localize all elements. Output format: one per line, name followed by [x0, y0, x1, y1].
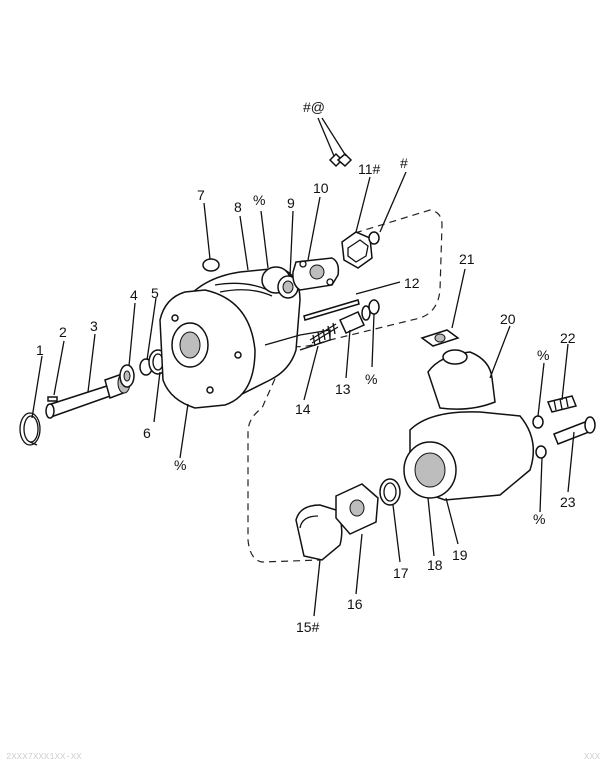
callout-13: 13 — [335, 381, 351, 397]
callout-5: 5 — [151, 285, 159, 301]
o-ring-23-part — [535, 445, 547, 459]
callout-20: 20 — [500, 311, 516, 327]
flange-part — [292, 257, 340, 291]
callout-labels: 1 2 3 4 5 6 7 8 9 10 11# 12 13 14 15# 16… — [36, 99, 576, 635]
callout-18: 18 — [427, 557, 443, 573]
fitting-23-part — [553, 416, 596, 445]
o-ring-22-part — [532, 415, 544, 429]
fitting-22-part — [546, 395, 578, 413]
kit-parts — [328, 152, 353, 168]
callout-pct-13: % — [365, 371, 377, 387]
ring-segment-part — [295, 504, 343, 561]
spring-part — [309, 322, 339, 347]
callout-2: 2 — [59, 324, 67, 340]
callout-16: 16 — [347, 596, 363, 612]
callout-14: 14 — [295, 401, 311, 417]
assembly-boundary — [247, 209, 443, 563]
callout-10: 10 — [313, 180, 329, 196]
callout-7: 7 — [197, 187, 205, 203]
callout-6: 6 — [143, 425, 151, 441]
callout-11: 11# — [358, 161, 381, 177]
callout-23: 23 — [560, 494, 576, 510]
drive-shaft-part — [45, 372, 131, 419]
pin-part — [303, 299, 360, 321]
callout-pct-23: % — [533, 511, 545, 527]
bearing-part — [119, 364, 135, 388]
footer-code: 2XXX7XXX1XX-XX — [6, 752, 82, 762]
hash-ring-part — [368, 231, 380, 245]
callout-15: 15# — [296, 619, 320, 635]
leader-lines — [31, 117, 575, 617]
footer-page: XXX — [584, 752, 601, 762]
callout-8: 8 — [234, 199, 242, 215]
callout-21: 21 — [459, 251, 475, 267]
callout-hash: # — [400, 155, 408, 171]
rear-housing-part — [403, 411, 535, 501]
callout-1: 1 — [36, 342, 44, 358]
key-part — [47, 396, 58, 402]
callout-kit: #@ — [303, 99, 325, 115]
callout-9: 9 — [287, 195, 295, 211]
spring-seat-part — [379, 478, 401, 506]
snap-ring-part — [19, 412, 41, 446]
callout-17: 17 — [393, 565, 409, 581]
front-housing-part — [159, 267, 331, 409]
callout-pct-housing: % — [174, 457, 186, 473]
o-ring-part — [202, 258, 220, 272]
plate-part — [335, 483, 379, 535]
callout-22: 22 — [560, 330, 576, 346]
port-cap-part — [420, 329, 460, 347]
coupling-part — [341, 231, 373, 269]
callout-3: 3 — [90, 318, 98, 334]
callout-pct-8: % — [253, 192, 265, 208]
callout-19: 19 — [452, 547, 468, 563]
pump-body-part — [427, 349, 496, 410]
callout-12: 12 — [404, 275, 420, 291]
callout-4: 4 — [130, 287, 138, 303]
plunger-part — [339, 299, 380, 334]
callout-pct-22: % — [537, 347, 549, 363]
